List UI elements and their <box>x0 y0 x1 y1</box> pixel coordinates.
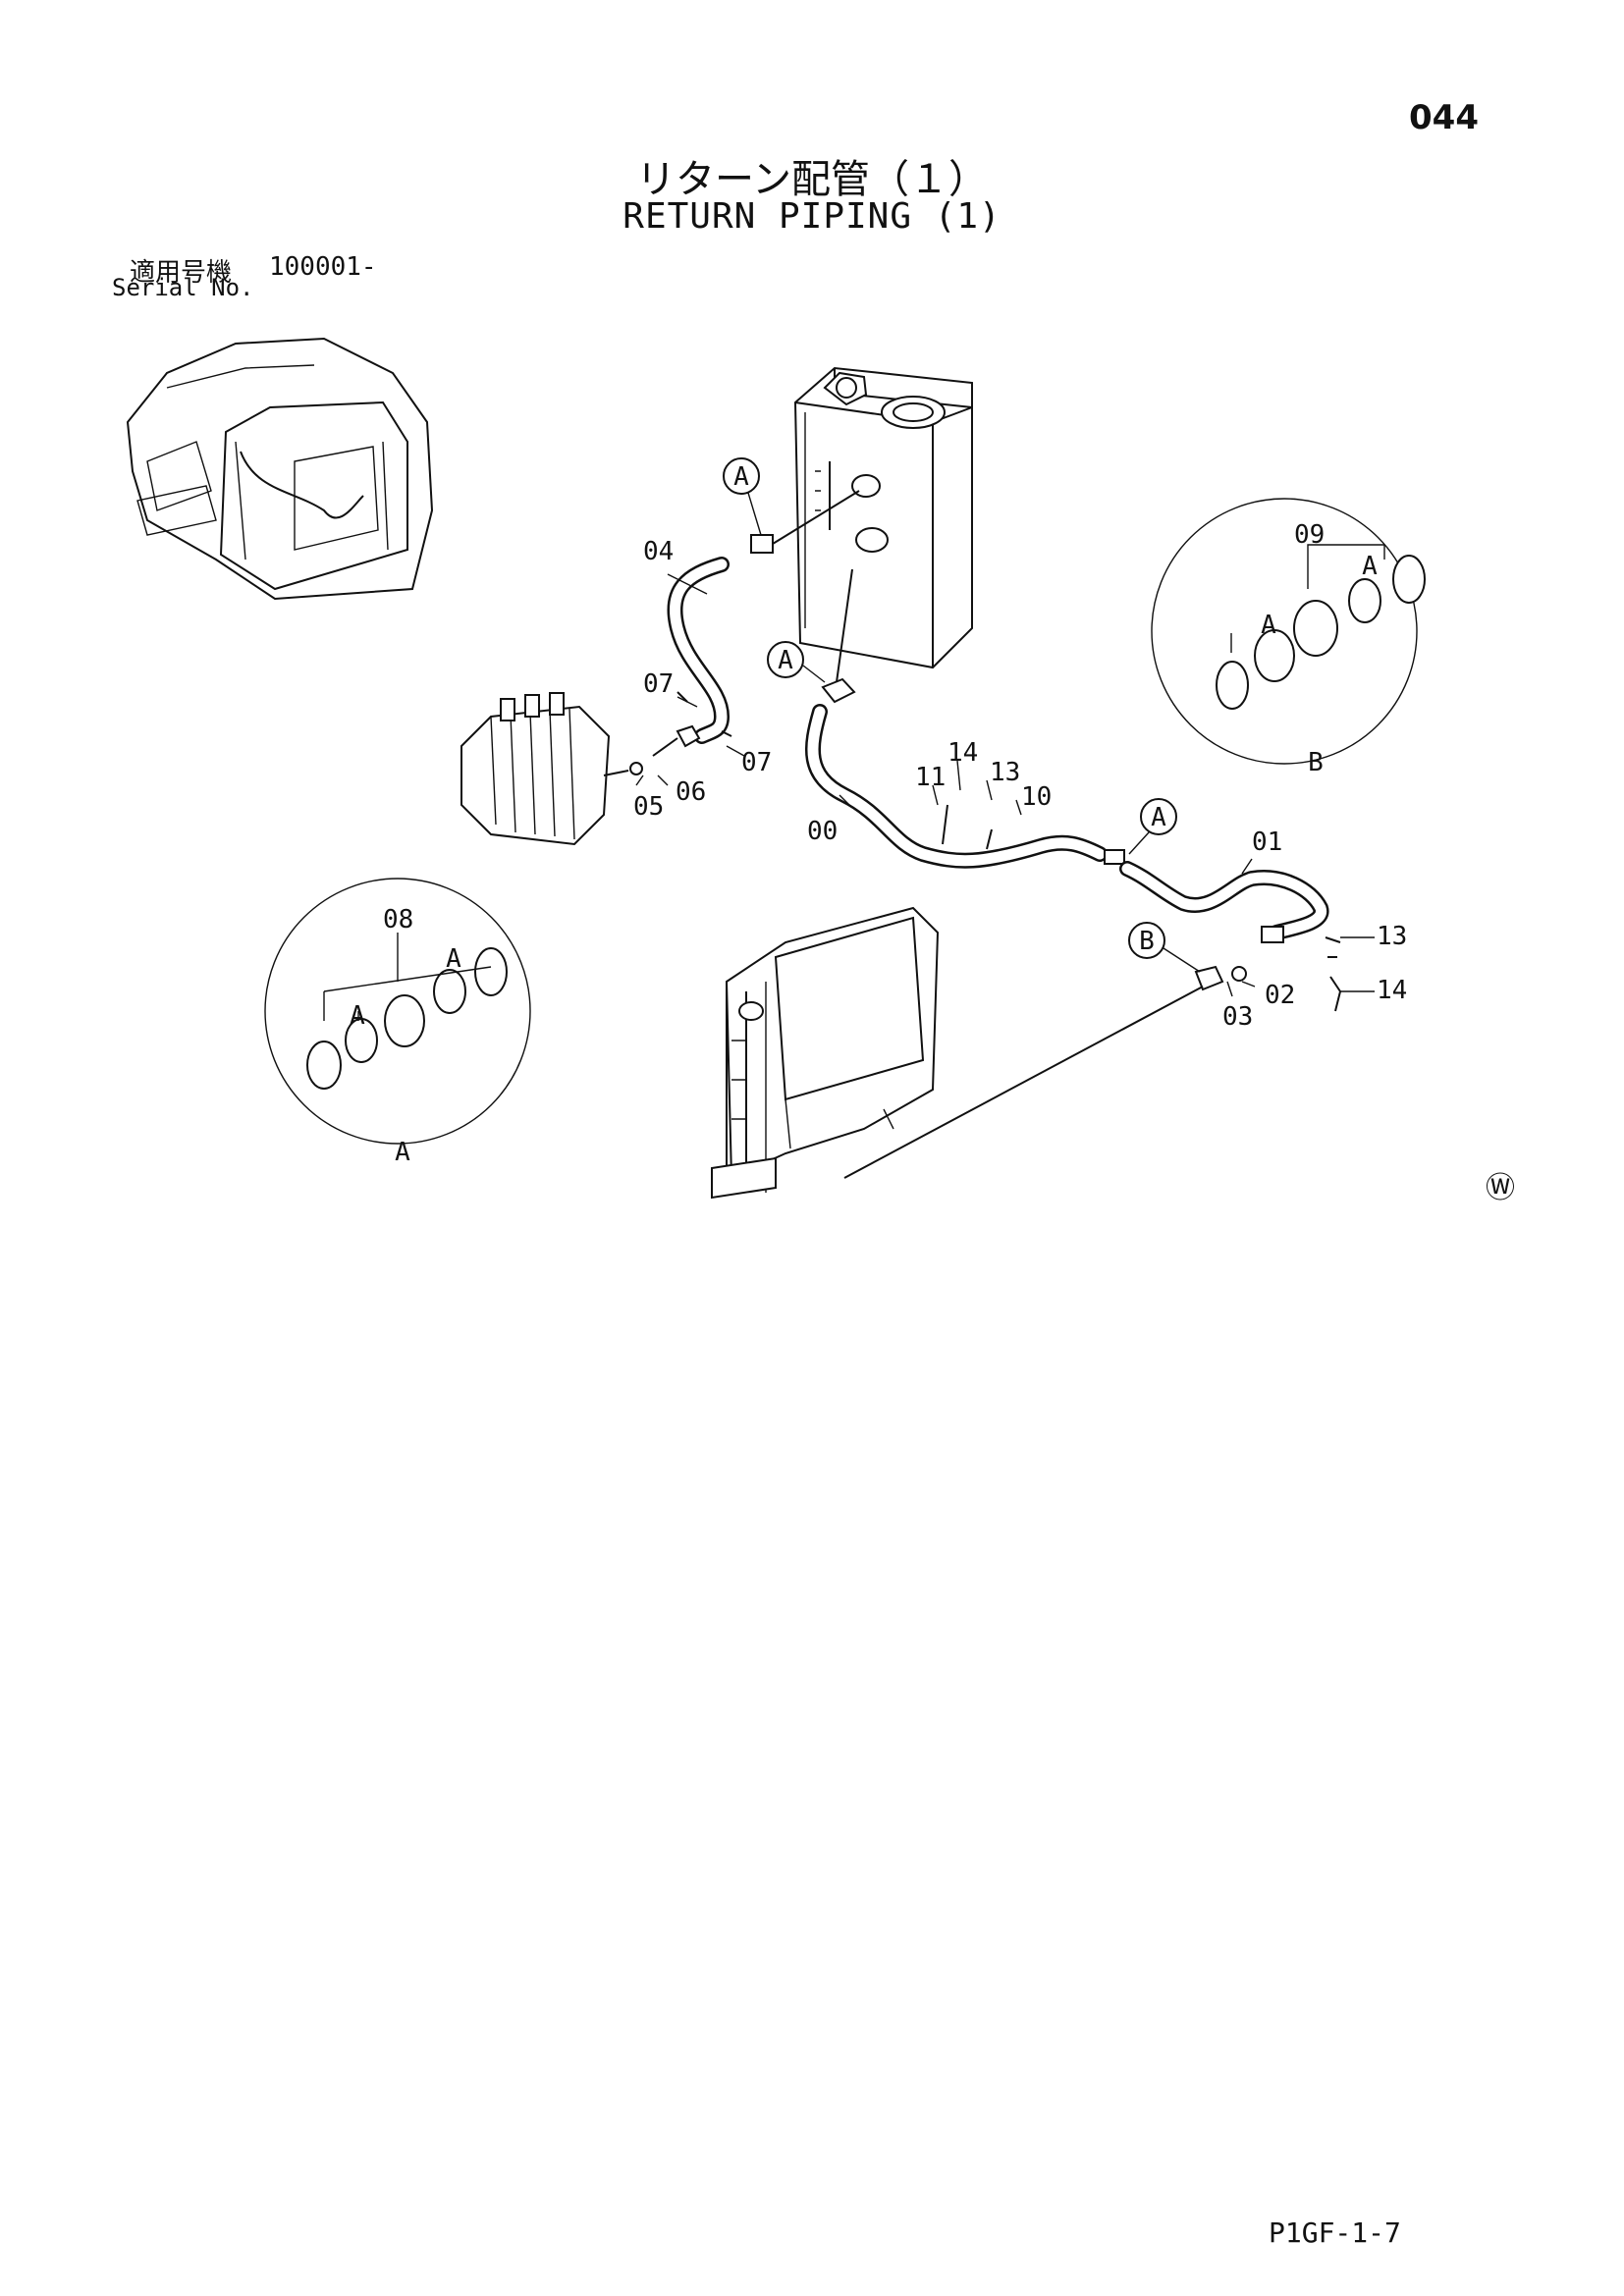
hydraulic-tank <box>793 366 973 669</box>
detail-b-a2: A <box>1362 552 1378 581</box>
detail-a-a1: A <box>350 1001 365 1031</box>
detail-a-a2: A <box>446 944 461 974</box>
machine-thumbnail <box>126 337 434 601</box>
callout-06: 06 <box>676 777 706 807</box>
callout-09: 09 <box>1294 520 1325 550</box>
callout-07-lower: 07 <box>741 748 772 777</box>
oil-cooler <box>711 906 940 1200</box>
serial-label-en: Serial No. <box>112 274 254 301</box>
callout-10: 10 <box>1021 782 1052 812</box>
serial-value: 100001- <box>269 252 377 282</box>
callout-13-lower: 13 <box>1377 922 1407 951</box>
marker-b: B <box>1128 922 1201 973</box>
callout-00: 00 <box>807 817 838 846</box>
marker-a-top: A <box>723 457 762 536</box>
marker-a-mid-label: A <box>778 646 793 675</box>
drawing-code: P1GF-1-7 <box>1269 2216 1401 2249</box>
callout-08: 08 <box>383 905 413 934</box>
callout-11: 11 <box>915 763 946 792</box>
marker-a-top-label: A <box>733 462 749 492</box>
detail-b-a1: A <box>1261 611 1276 640</box>
marker-a-mid: A <box>767 641 826 683</box>
callout-02: 02 <box>1265 981 1295 1010</box>
marker-b-label: B <box>1139 927 1155 956</box>
page-title-jp: リターン配管（１） <box>636 157 988 202</box>
detail-a <box>264 878 531 1145</box>
marker-a-right-label: A <box>1151 803 1166 832</box>
return-pipe-00 <box>805 568 1125 869</box>
serial-label-jp: 適用号機 <box>130 258 233 288</box>
callout-05: 05 <box>633 792 664 822</box>
callout-07-upper: 07 <box>643 669 674 699</box>
callout-13-upper: 13 <box>990 758 1020 787</box>
detail-a-label: A <box>395 1138 410 1167</box>
detail-b <box>1151 498 1426 765</box>
control-valve <box>460 692 643 846</box>
page-number: 044 <box>1409 98 1479 137</box>
callout-03: 03 <box>1222 1002 1253 1032</box>
callout-04: 04 <box>643 537 674 566</box>
return-pipe-01 <box>843 861 1342 1179</box>
leader-lines <box>635 573 1375 997</box>
detail-b-label: B <box>1308 748 1324 777</box>
marker-a-right: A <box>1128 798 1177 855</box>
callout-14-upper: 14 <box>947 738 978 768</box>
w-mark: Ⓦ <box>1486 1171 1515 1205</box>
page-title-en: RETURN PIPING (1) <box>623 196 1001 237</box>
callout-14-lower: 14 <box>1377 976 1407 1005</box>
callout-01: 01 <box>1252 828 1282 857</box>
